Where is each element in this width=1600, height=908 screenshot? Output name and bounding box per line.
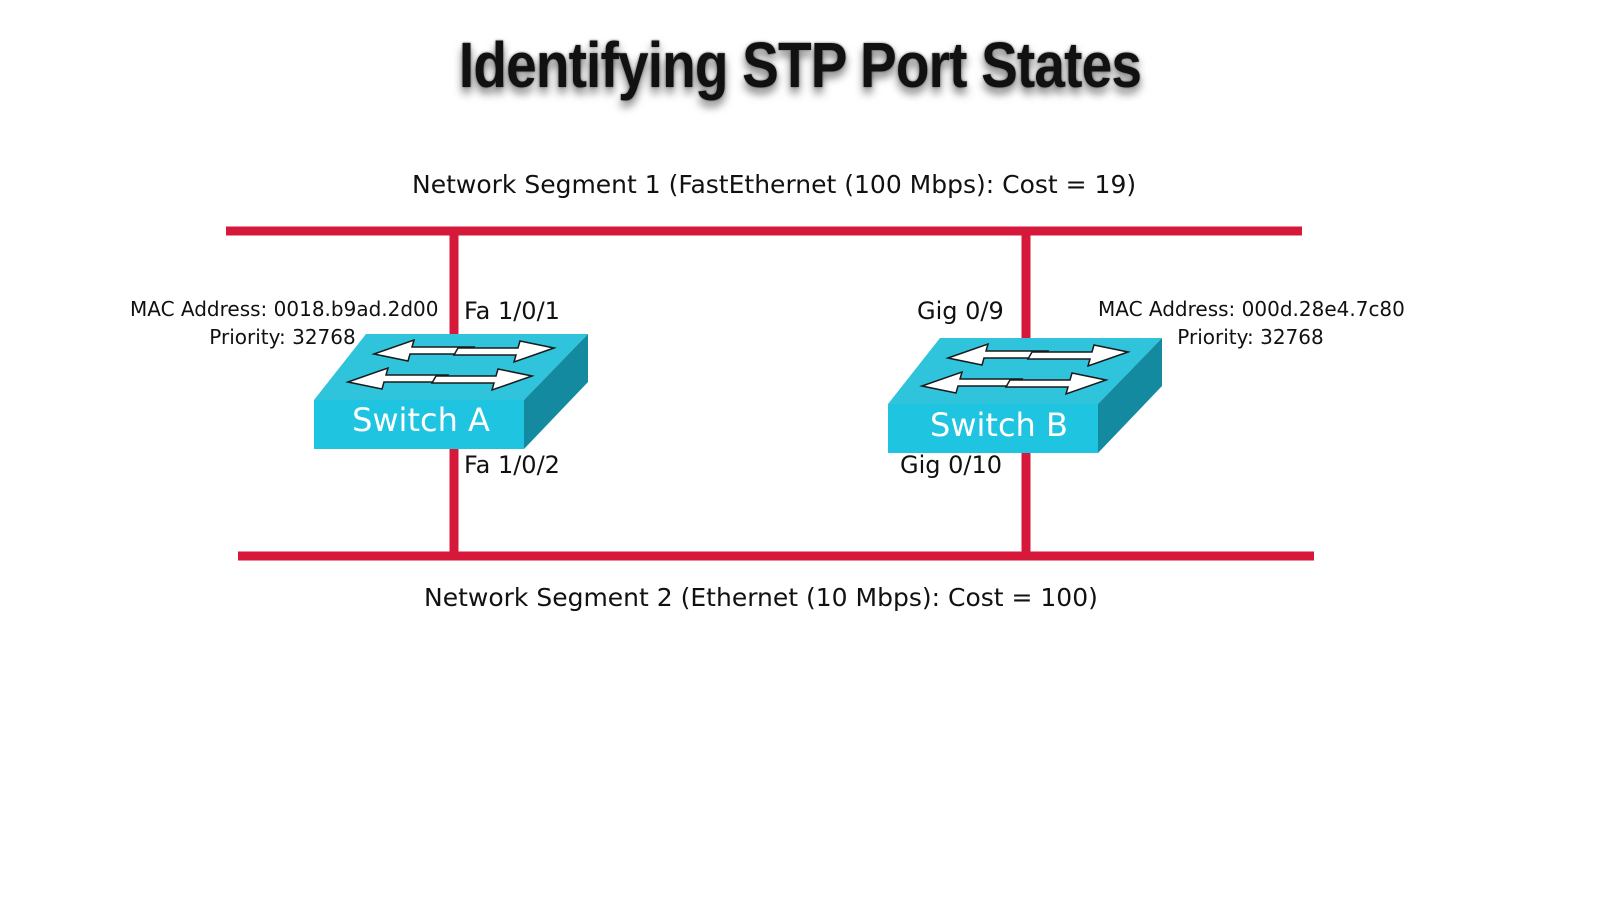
switch-b-label: Switch B [930,406,1068,444]
segment2-label: Network Segment 2 (Ethernet (10 Mbps): C… [424,583,1098,612]
switch-a-mac: MAC Address: 0018.b9ad.2d00 [130,297,439,321]
switch-b-icon [888,338,1162,453]
switch-b-port-top: Gig 0/9 [917,297,1004,325]
switch-a-icon [314,334,588,449]
switch-b-priority: Priority: 32768 [1177,325,1324,349]
switch-a-port-bottom: Fa 1/0/2 [464,451,560,479]
segment1-label: Network Segment 1 (FastEthernet (100 Mbp… [412,170,1137,199]
switch-b-mac: MAC Address: 000d.28e4.7c80 [1098,297,1405,321]
switch-a-info: MAC Address: 0018.b9ad.2d00 Priority: 32… [130,295,439,351]
switch-a-label: Switch A [352,401,490,439]
switch-a-priority: Priority: 32768 [209,325,356,349]
switch-a-port-top: Fa 1/0/1 [464,297,560,325]
switch-b-info: MAC Address: 000d.28e4.7c80 Priority: 32… [1098,295,1405,351]
page-title: Identifying STP Port States [458,29,1142,101]
switch-b-port-bottom: Gig 0/10 [900,451,1003,479]
